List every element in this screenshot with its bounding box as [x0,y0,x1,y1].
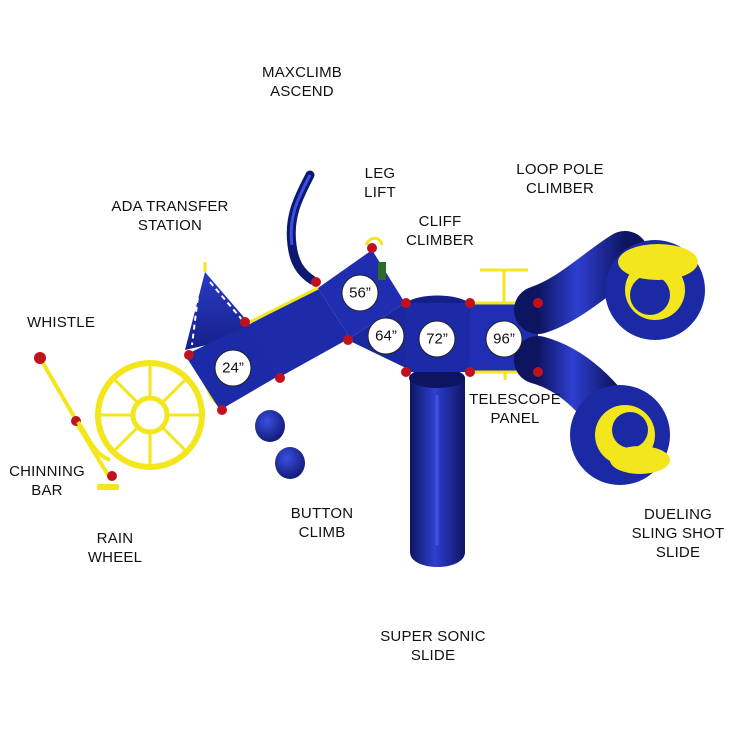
button-climb [255,410,305,479]
deck-24-label: 24” [222,360,244,377]
deck-24: 24” [214,349,252,387]
dueling-sling-shot-slide [514,231,705,485]
leg-lift [364,236,384,246]
deck-64-label: 64” [375,328,397,345]
loop-pole-climber [480,268,528,305]
deck-56: 56” [341,274,379,312]
deck-64: 64” [367,317,405,355]
bridge-panel [248,288,350,378]
deck-96-label: 96” [493,331,515,348]
deck-96: 96” [485,320,523,358]
rain-wheel [76,353,222,470]
super-sonic-slide [409,368,465,567]
cliff-climber [378,262,386,280]
chinning-bar [97,484,119,490]
deck-72-label: 72” [426,331,448,348]
label-whistle: WHISTLE [26,314,96,331]
clamps [184,243,543,415]
deck-56-label: 56” [349,285,371,302]
deck-72: 72” [418,320,456,358]
